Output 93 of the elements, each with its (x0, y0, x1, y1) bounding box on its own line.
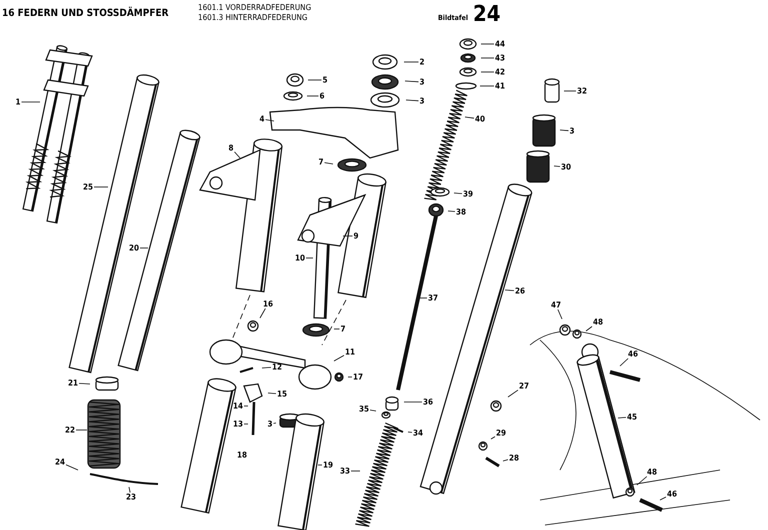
leader-line (504, 290, 514, 291)
leader-line (350, 470, 360, 472)
callout-number: 43 (494, 54, 506, 62)
leader-line (404, 80, 419, 82)
callout-number: 44 (494, 40, 506, 48)
leader-line (454, 192, 462, 194)
leader-line (554, 166, 560, 167)
callout-number: 25 (82, 182, 94, 192)
leader-line (262, 367, 272, 368)
callout-number: 36 (422, 398, 434, 406)
leader-line (408, 432, 412, 433)
leader-line (348, 376, 352, 378)
callout-number: 2 (418, 58, 426, 66)
callout-number: 4 (258, 114, 266, 124)
leader-line (564, 90, 576, 92)
callout-number: 48 (646, 468, 658, 476)
callout-number: 3 (418, 96, 426, 106)
leader-line (508, 390, 518, 398)
callout-number: 26 (514, 286, 526, 296)
callout-number: 46 (666, 490, 678, 498)
callout-number: 1 (14, 98, 22, 106)
callout-number: 5 (322, 76, 328, 84)
callout-number: 39 (462, 190, 474, 198)
callout-number: 24 (54, 458, 66, 466)
leader-line (560, 130, 569, 132)
callout-number: 41 (494, 82, 506, 90)
callout-number: 7 (318, 158, 324, 166)
leader-line (490, 436, 496, 440)
callout-number: 30 (560, 162, 572, 172)
callout-number: 16 (262, 300, 274, 308)
section-heading: 16 FEDERN UND STOSSDÄMPFER (2, 8, 169, 19)
callout-number: 13 (232, 420, 244, 428)
callout-number: 3 (568, 126, 576, 136)
callout-number: 20 (128, 244, 140, 252)
leader-line (128, 486, 130, 493)
leader-line (94, 186, 108, 188)
callout-number: 17 (352, 372, 364, 382)
callout-number: 10 (294, 254, 306, 262)
callout-number: 3 (266, 420, 274, 428)
callout-number: 29 (495, 428, 507, 438)
plate-number: 24 (473, 2, 501, 27)
callout-number: 11 (344, 348, 356, 356)
callout-number: 48 (592, 318, 604, 326)
callout-number: 46 (627, 350, 639, 358)
callout-number: 7 (340, 324, 346, 334)
leader-line (558, 309, 562, 320)
leader-line (234, 152, 240, 158)
callout-number: 14 (232, 402, 244, 410)
leader-line (334, 355, 344, 362)
leader-line (66, 464, 78, 470)
callout-number: 47 (550, 300, 562, 310)
leader-line (324, 162, 334, 164)
leader-line (273, 422, 276, 424)
leader-line (448, 210, 456, 212)
leader-line (660, 496, 666, 500)
callout-number: 37 (427, 294, 439, 302)
callout-number: 9 (352, 232, 360, 240)
callout-number: 34 (412, 428, 424, 438)
callout-number: 33 (339, 466, 351, 476)
callout-number: 3 (418, 78, 426, 86)
leader-line (260, 308, 266, 318)
leader-line (502, 459, 508, 462)
callout-number: 12 (271, 362, 283, 372)
leader-line (636, 476, 648, 486)
callout-number: 28 (508, 454, 520, 462)
callout-number: 22 (64, 426, 76, 434)
callout-number: 18 (236, 450, 248, 460)
leader-line (334, 328, 340, 330)
callout-number: 21 (67, 378, 79, 388)
callout-number: 45 (626, 412, 638, 422)
leader-line (406, 100, 419, 102)
leader-line (620, 358, 628, 366)
callout-number: 19 (322, 460, 334, 470)
callout-number: 40 (474, 114, 486, 124)
callout-number: 32 (576, 86, 588, 96)
callout-number: 38 (455, 208, 467, 216)
callout-number: 15 (276, 390, 288, 398)
callout-number: 8 (228, 144, 234, 152)
model-label: 1601.3 HINTERRADFEDERUNG (198, 13, 308, 22)
leader-line (370, 410, 376, 412)
leader-line (464, 116, 474, 119)
leader-line (78, 383, 90, 384)
callout-number: 35 (358, 404, 370, 414)
model-label: 1601.1 VORDERRADFEDERUNG (198, 3, 312, 12)
callout-number: 42 (494, 68, 506, 76)
callout-number: 23 (125, 492, 137, 502)
callout-number: 27 (518, 382, 530, 390)
leader-line (268, 392, 276, 394)
leader-line (318, 464, 322, 466)
callout-number: 6 (318, 92, 326, 100)
leader-line (618, 417, 626, 418)
leader-line (586, 326, 592, 332)
leader-line (265, 119, 274, 122)
